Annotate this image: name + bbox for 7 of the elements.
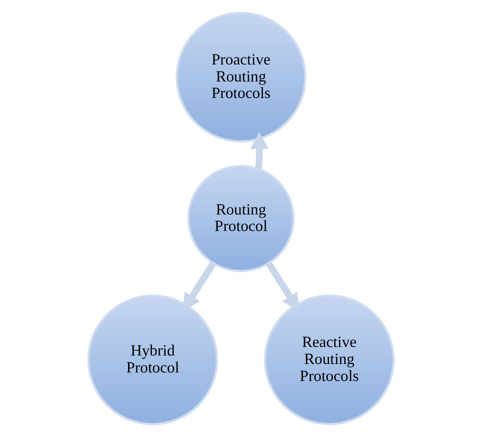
arrow [182,261,216,312]
node-circle: Reactive Routing Protocols [264,294,395,426]
node-circle: Proactive Routing Protocols [176,12,306,143]
arrow [250,132,269,169]
node-circle: Hybrid Protocol [87,294,218,426]
node-circle: Routing Protocol [187,164,295,272]
arrow [266,261,300,312]
